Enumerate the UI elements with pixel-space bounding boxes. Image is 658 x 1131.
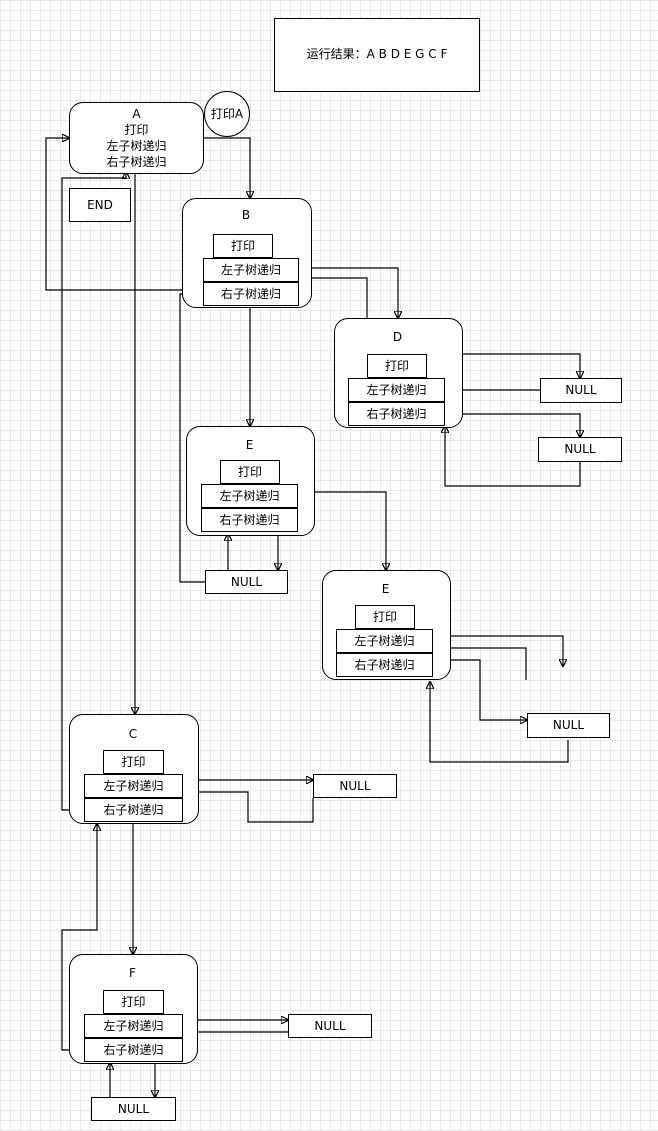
node-f-right: 右子树递归 (84, 1038, 183, 1062)
node-a-title: A (132, 107, 141, 121)
node-a-right: 右子树递归 (106, 155, 167, 169)
end-box: END (69, 188, 131, 222)
node-b-left: 左子树递归 (203, 258, 299, 282)
node-c-left-null: NULL (313, 774, 397, 798)
node-b-print: 打印 (213, 234, 273, 258)
edge-e2-null-return (430, 682, 569, 763)
node-f-right-null: NULL (91, 1097, 176, 1121)
edge-b-return-a (45, 138, 203, 291)
edge-d-return-b (299, 278, 368, 318)
node-e2-right: 右子树递归 (336, 653, 433, 677)
node-e2-left: 左子树递归 (336, 629, 433, 653)
node-f-left: 左子树递归 (84, 1014, 183, 1038)
node-a-print: 打印 (124, 123, 149, 137)
node-b-right: 右子树递归 (203, 282, 299, 306)
node-d-left-null: NULL (540, 378, 622, 403)
edge-d-right-null (445, 413, 580, 437)
node-d-print: 打印 (367, 354, 427, 378)
print-a-bubble: 打印A (204, 91, 250, 137)
edge-e2-left-return (433, 648, 527, 680)
result-text: 运行结果：A B D E G C F (306, 47, 448, 61)
node-e1-right: 右子树递归 (201, 508, 298, 532)
edge-d-right-null-return (445, 426, 581, 487)
edge-e2-left-out (433, 635, 563, 666)
node-c-right: 右子树递归 (84, 798, 183, 822)
node-a: A 打印 左子树递归 右子树递归 (69, 102, 204, 174)
node-c-title: C (128, 727, 138, 741)
node-d-left: 左子树递归 (348, 378, 445, 402)
node-f-left-null: NULL (288, 1014, 372, 1038)
node-c-left: 左子树递归 (84, 774, 183, 798)
node-e2-right-null: NULL (527, 713, 610, 738)
node-b-title: B (241, 208, 251, 222)
node-e1-right-null: NULL (205, 570, 288, 594)
edge-b-to-d (299, 267, 398, 318)
edge-d-left-null (445, 353, 580, 378)
node-e1-title: E (245, 438, 254, 452)
node-e2-title: E (381, 582, 390, 596)
edge-e1-to-e2 (298, 491, 386, 570)
node-d-title: D (392, 330, 403, 344)
node-e2-print: 打印 (355, 605, 415, 629)
result-box: 运行结果：A B D E G C F (274, 18, 480, 92)
node-a-left: 左子树递归 (106, 139, 167, 153)
end-label: END (87, 198, 113, 212)
node-d-right: 右子树递归 (348, 402, 445, 426)
node-f-title: F (129, 966, 136, 980)
node-e1-left: 左子树递归 (201, 484, 298, 508)
edge-c-null-return (183, 792, 314, 823)
node-d-right-null: NULL (538, 437, 622, 462)
node-e1-print: 打印 (220, 460, 280, 484)
print-a-bubble-label: 打印A (210, 107, 244, 121)
node-c-print: 打印 (103, 750, 164, 774)
edge-a-to-b (202, 137, 250, 198)
edge-e2-right-null (433, 659, 527, 720)
node-f-print: 打印 (103, 990, 164, 1014)
